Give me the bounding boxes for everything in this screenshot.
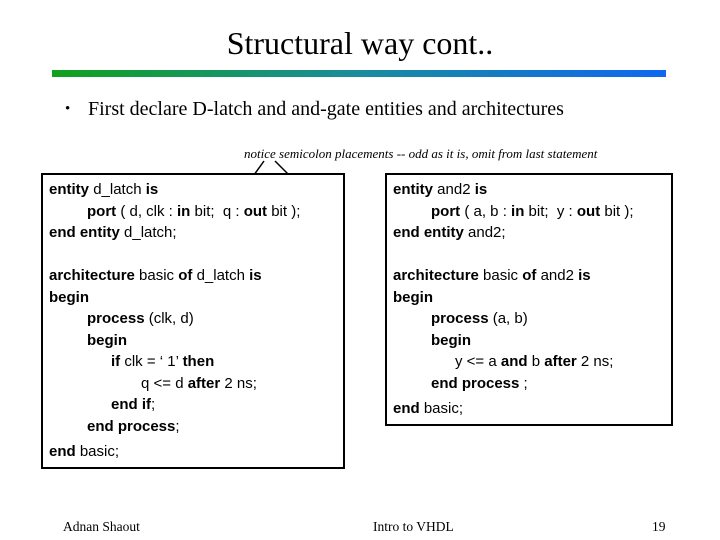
- code-line: end basic;: [49, 443, 120, 460]
- code-line: process (a, b): [431, 310, 528, 327]
- code-line: begin: [431, 331, 471, 349]
- code-line: y <= a and b after 2 ns;: [455, 353, 614, 370]
- code-line: port ( d, clk : in bit; q : out bit );: [87, 202, 301, 220]
- code-line: architecture basic of and2 is: [393, 267, 591, 284]
- code-blank-line: [49, 244, 337, 266]
- title-accent-rule: [52, 70, 666, 77]
- code-line: entity d_latch is: [49, 181, 159, 198]
- code-line: entity and2 is: [393, 181, 488, 198]
- code-line: q <= d after 2 ns;: [141, 374, 257, 392]
- code-box-d-latch: entity d_latch is port ( d, clk : in bit;…: [41, 173, 345, 469]
- code-line: end entity d_latch;: [49, 224, 177, 241]
- code-line: process (clk, d): [87, 310, 194, 327]
- code-line: end basic;: [393, 400, 464, 417]
- code-line: architecture basic of d_latch is: [49, 267, 262, 284]
- code-blank-line: [393, 244, 665, 266]
- annotation-note: notice semicolon placements -- odd as it…: [244, 146, 598, 161]
- code-line: begin: [49, 288, 89, 306]
- code-line: end entity and2;: [393, 224, 506, 241]
- bullet-item: • First declare D-latch and and-gate ent…: [65, 96, 695, 122]
- footer-course-title: Intro to VHDL: [373, 519, 454, 534]
- code-line: port ( a, b : in bit; y : out bit );: [431, 202, 634, 220]
- bullet-text: First declare D-latch and and-gate entit…: [88, 98, 564, 120]
- code-line: end process ;: [431, 374, 528, 392]
- code-line: end if;: [111, 396, 156, 413]
- code-line: end process;: [87, 417, 180, 435]
- code-line: begin: [393, 288, 433, 306]
- code-line: begin: [87, 331, 127, 349]
- footer-author: Adnan Shaout: [63, 519, 140, 534]
- code-box-and2: entity and2 is port ( a, b : in bit; y : …: [385, 173, 673, 426]
- bullet-icon: •: [65, 101, 71, 117]
- footer-page-number: 19: [652, 519, 666, 534]
- page-title: Structural way cont..: [226, 25, 494, 61]
- code-line: if clk = ‘ 1’ then: [111, 353, 215, 370]
